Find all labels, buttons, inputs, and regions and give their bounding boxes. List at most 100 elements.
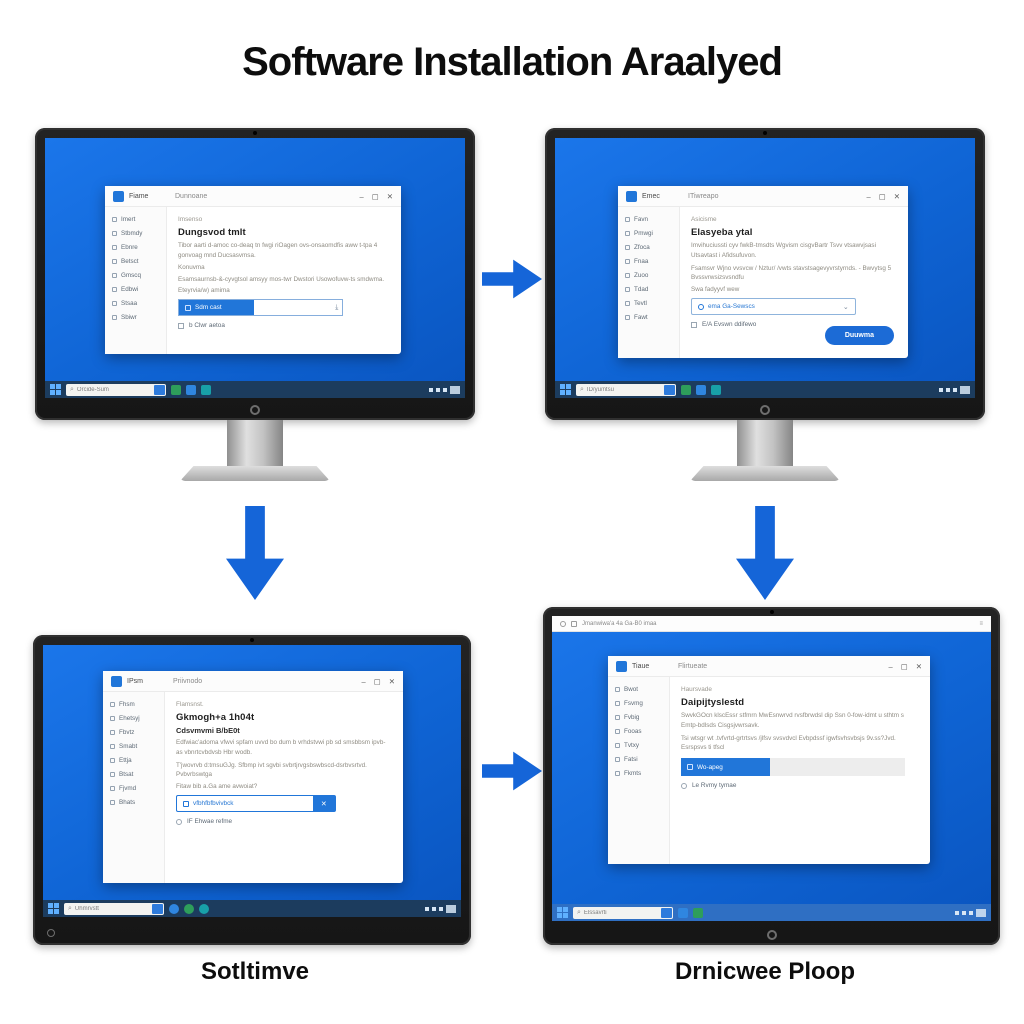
minimize-icon[interactable]: –	[359, 191, 364, 201]
system-tray[interactable]	[955, 908, 986, 917]
package-select-input[interactable]: ema Ga-Sewscs ⌄	[691, 298, 856, 315]
taskbar-search[interactable]: ⌕ Elssavrti	[573, 906, 673, 919]
file-path-input[interactable]: vfbhfbfbvivbck ✕	[176, 795, 336, 812]
sidebar-item-icon	[615, 757, 620, 762]
paragraph: Esamsaurnsb-&-cyvgtsol amsyy mos-twr Dws…	[178, 275, 385, 283]
taskbar-search[interactable]: ⌕ Orcide-Sum	[66, 383, 166, 396]
taskbar-app-icon[interactable]	[678, 907, 688, 918]
browser-menu-icon[interactable]: ≡	[979, 620, 983, 627]
sidebar-item[interactable]: Sbiwr	[112, 314, 159, 321]
taskbar-app-icon[interactable]	[681, 384, 691, 395]
sidebar-item[interactable]: Zuoo	[625, 272, 672, 279]
maximize-icon[interactable]: ▢	[371, 191, 379, 201]
system-tray[interactable]	[429, 385, 460, 394]
sidebar-item[interactable]: Fjvmd	[110, 785, 157, 792]
taskbar-app-icon[interactable]	[184, 903, 194, 914]
content-heading: Elasyeba ytal	[691, 227, 753, 238]
content-eyebrow: Asicisme	[691, 216, 717, 223]
download-button[interactable]: Duuwma	[824, 326, 894, 345]
taskbar-app-icon[interactable]	[169, 903, 179, 914]
window-controls: – ▢ ✕	[888, 662, 922, 671]
windows-start-icon[interactable]	[50, 384, 61, 395]
chevron-down-icon[interactable]: ⌄	[842, 303, 849, 311]
option-checkbox-row[interactable]: b Clwr aetoa	[178, 322, 390, 329]
sidebar-item[interactable]: Fsvmg	[615, 700, 662, 707]
caption-left: Sotltimve	[200, 958, 310, 985]
option-radio-row[interactable]: Le Rvmy tymae	[681, 782, 919, 789]
window-sidebar: Imert Stbmdy Ebnre Betsct Gmscq Edbwi St…	[105, 207, 167, 354]
taskbar-app-icon[interactable]	[696, 384, 706, 395]
taskbar-app-icon[interactable]	[711, 384, 721, 395]
sidebar-item-icon	[625, 217, 630, 222]
refresh-icon[interactable]	[571, 620, 577, 627]
system-tray[interactable]	[939, 385, 970, 394]
radio-button[interactable]	[176, 818, 182, 825]
checkbox[interactable]	[691, 321, 697, 328]
sidebar-item[interactable]: Fbvtz	[110, 729, 157, 736]
sidebar-item[interactable]: Gmscq	[112, 272, 159, 279]
sidebar-item[interactable]: Fatsi	[615, 756, 662, 763]
sidebar-item[interactable]: Tvtxy	[615, 742, 662, 749]
close-icon[interactable]: ✕	[386, 191, 393, 201]
maximize-icon[interactable]: ▢	[878, 191, 886, 201]
sidebar-item[interactable]: Ehetsyj	[110, 715, 157, 722]
search-assistant-icon	[154, 384, 165, 395]
checkbox[interactable]	[178, 322, 184, 329]
sidebar-item-icon	[110, 716, 115, 721]
sidebar-item[interactable]: Betsct	[112, 258, 159, 265]
window-sidebar: Bwot Fsvmg Fvbig Fooas Tvtxy Fatsi Fkmts	[608, 677, 670, 864]
sidebar-item[interactable]: Tdad	[625, 286, 672, 293]
taskbar-app-icon[interactable]	[199, 903, 209, 914]
radio-button[interactable]	[681, 782, 687, 789]
close-icon[interactable]: ✕	[388, 676, 395, 686]
close-icon[interactable]: ✕	[893, 191, 900, 201]
taskbar-app-icon[interactable]	[201, 384, 211, 395]
sidebar-item[interactable]: Tevtl	[625, 300, 672, 307]
sidebar-item[interactable]: Fawt	[625, 314, 672, 321]
back-icon[interactable]	[560, 620, 566, 627]
sidebar-item[interactable]: Favn	[625, 216, 672, 223]
sidebar-item[interactable]: Fhsm	[110, 701, 157, 708]
option-checkbox-row[interactable]: E/A Evswn ddifewo	[691, 321, 897, 328]
windows-start-icon[interactable]	[48, 903, 59, 914]
taskbar-app-icon[interactable]	[186, 384, 196, 395]
sidebar-item[interactable]: Bwot	[615, 686, 662, 693]
monitor-stand-neck	[227, 420, 283, 468]
taskbar-search[interactable]: ⌕ Uhmrvstt	[64, 902, 164, 915]
sidebar-item[interactable]: Stsaa	[112, 300, 159, 307]
minimize-icon[interactable]: –	[866, 191, 871, 201]
windows-start-icon[interactable]	[557, 907, 568, 918]
maximize-icon[interactable]: ▢	[373, 676, 381, 686]
sidebar-item[interactable]: Pmwgi	[625, 230, 672, 237]
taskbar-app-icon[interactable]	[693, 907, 703, 918]
sidebar-item[interactable]: Zfoca	[625, 244, 672, 251]
system-tray[interactable]	[425, 904, 456, 913]
sidebar-item[interactable]: Fkmts	[615, 770, 662, 777]
minimize-icon[interactable]: –	[888, 661, 893, 671]
sidebar-item-label: Pmwgi	[634, 230, 653, 237]
sidebar-item-icon	[110, 786, 115, 791]
sidebar-item[interactable]: Fvbig	[615, 714, 662, 721]
taskbar-app-icon[interactable]	[171, 384, 181, 395]
sidebar-item[interactable]: Fooas	[615, 728, 662, 735]
sidebar-item[interactable]: Edbwi	[112, 286, 159, 293]
desktop-screen: IPsm Priivnodo – ▢ ✕ Fhsm Ehetsyj Fbvtz …	[43, 645, 461, 917]
clear-button[interactable]: ✕	[312, 796, 335, 811]
sidebar-item-label: Betsct	[121, 258, 139, 265]
sidebar-item[interactable]: Smabt	[110, 743, 157, 750]
sidebar-item[interactable]: Ebnre	[112, 244, 159, 251]
sidebar-item[interactable]: Stbmdy	[112, 230, 159, 237]
sidebar-item[interactable]: Btsat	[110, 771, 157, 778]
address-bar-text[interactable]: Jmanwiwa'a 4a Ga-B0 imaa	[582, 620, 657, 627]
windows-start-icon[interactable]	[560, 384, 571, 395]
minimize-icon[interactable]: –	[361, 676, 366, 686]
sidebar-item[interactable]: Bhats	[110, 799, 157, 806]
maximize-icon[interactable]: ▢	[900, 661, 908, 671]
sidebar-item[interactable]: Imert	[112, 216, 159, 223]
close-icon[interactable]: ✕	[915, 661, 922, 671]
caption-right: Drnicwee Ploop	[674, 958, 856, 985]
option-radio-row[interactable]: IF Ehwae refme	[176, 818, 392, 825]
sidebar-item[interactable]: Fnaa	[625, 258, 672, 265]
taskbar-search[interactable]: ⌕ ID/yu/ntsu	[576, 383, 676, 396]
sidebar-item[interactable]: Ettja	[110, 757, 157, 764]
